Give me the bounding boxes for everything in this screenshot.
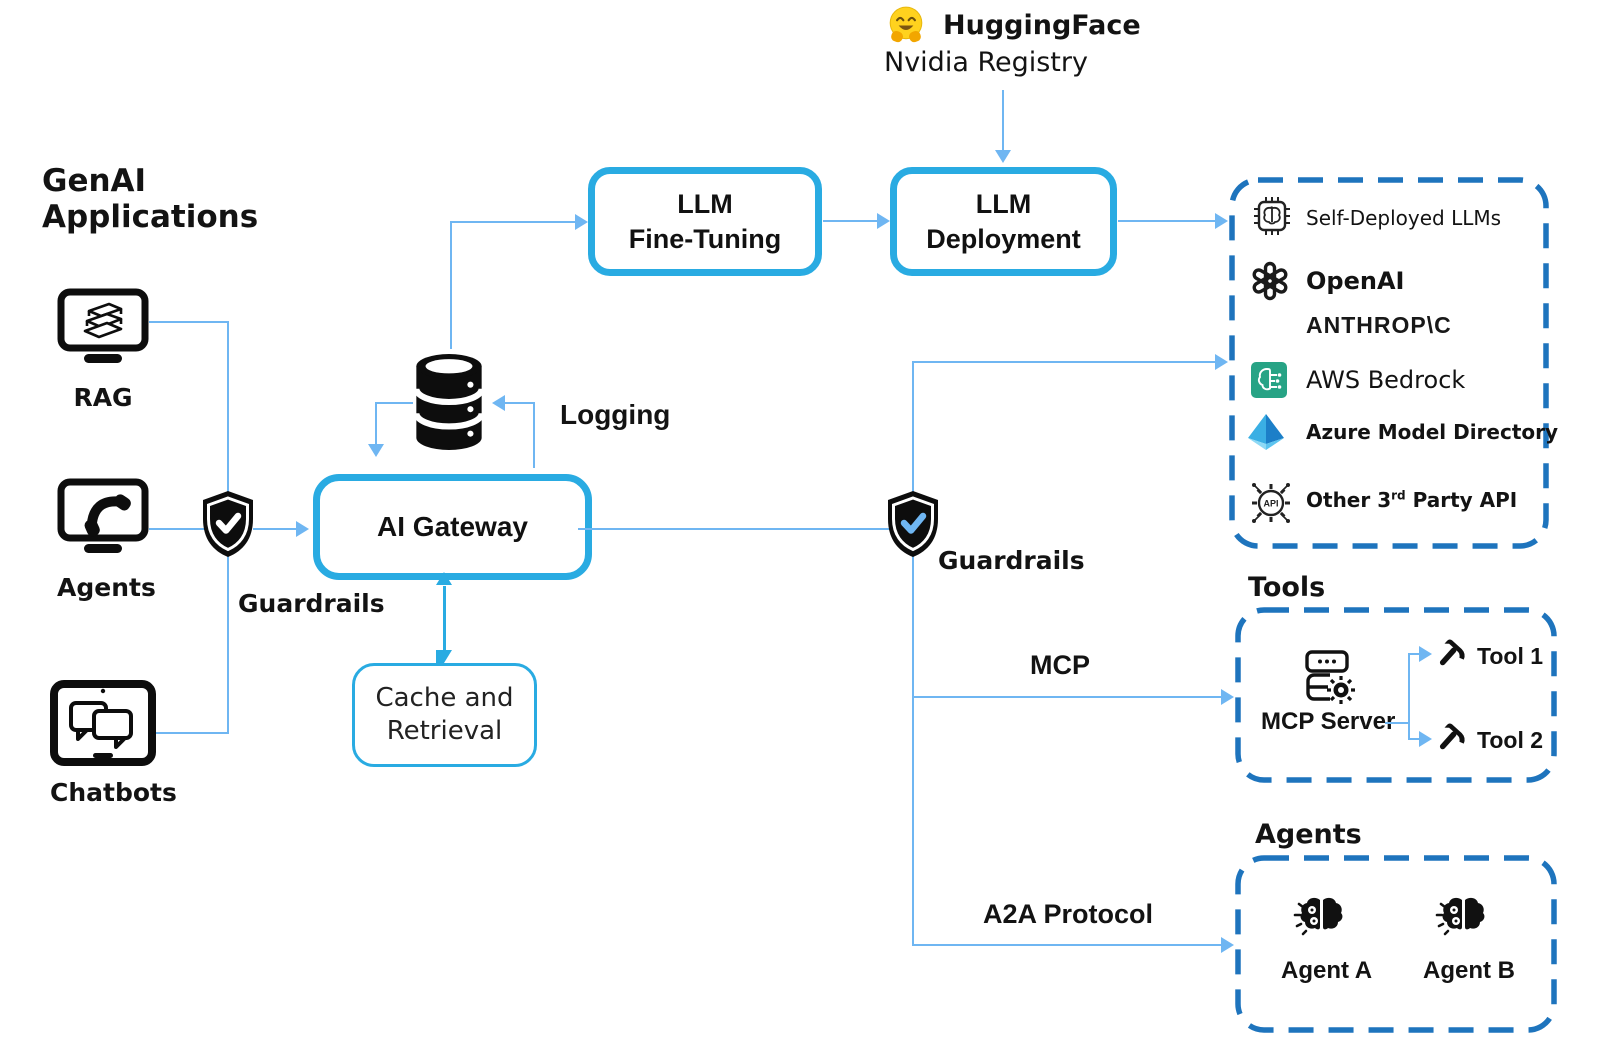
gateway-to-finetuning-vline <box>450 221 452 349</box>
finetuning-to-deployment-arrow <box>877 213 890 229</box>
cache-line1: Cache and <box>375 682 514 713</box>
finetuning-to-deployment-line <box>823 220 879 222</box>
third-party-api-label: Other 3rd Party API <box>1306 488 1518 512</box>
llm-deployment-line1: LLM <box>975 188 1032 219</box>
chatbots-label: Chatbots <box>50 778 177 807</box>
aws-bedrock-label: AWS Bedrock <box>1306 366 1466 394</box>
agent-b-icon <box>1435 897 1485 936</box>
tools-box <box>1235 607 1557 783</box>
agent-a-icon <box>1293 897 1343 936</box>
self-deployed-llms-label: Self-Deployed LLMs <box>1306 206 1502 230</box>
llm-fine-tuning-line1: LLM <box>677 188 733 219</box>
gateway-east-line <box>578 528 913 530</box>
chatbots-connector <box>156 732 229 734</box>
agent-b-label: Agent B <box>1423 957 1515 984</box>
guardrails-right-shield-icon <box>888 491 938 557</box>
azure-label: Azure Model Directory <box>1306 420 1559 444</box>
tool2-arrow <box>1419 731 1432 747</box>
tools-title: Tools <box>1248 572 1326 603</box>
mcp-arrow <box>1221 689 1234 705</box>
tool2-hammer-icon <box>1439 723 1465 750</box>
chatbots-icon <box>50 680 156 766</box>
third-party-api-icon: API <box>1252 483 1290 523</box>
mcp-hline <box>912 696 1222 698</box>
logging-label: Logging <box>560 399 671 430</box>
huggingface-icon <box>889 6 923 43</box>
llm-fine-tuning-line2: Fine-Tuning <box>628 223 782 254</box>
agents-section-box <box>1235 855 1557 1033</box>
tools-branch-vline <box>1408 653 1410 739</box>
gateway-to-finetuning-hline <box>450 221 577 223</box>
ai-gateway-box: AI Gateway <box>313 474 592 580</box>
mcp-server-stub-line <box>1385 722 1408 724</box>
a2a-arrow <box>1221 937 1234 953</box>
self-deployed-llms-icon <box>1254 197 1290 235</box>
api-icon-text: API <box>1263 499 1278 509</box>
gateway-to-db-vline <box>533 402 535 468</box>
tool2-label: Tool 2 <box>1477 727 1544 753</box>
anthropic-label: ANTHROP\C <box>1306 312 1452 338</box>
to-providers-hline <box>912 361 1216 363</box>
tool1-label: Tool 1 <box>1477 643 1544 669</box>
azure-icon <box>1248 414 1284 450</box>
cache-line2: Retrieval <box>386 716 503 746</box>
right-flow-vline <box>912 361 914 945</box>
logging-database-icon <box>413 354 485 450</box>
gateway-to-db-hline <box>505 402 535 404</box>
llm-fine-tuning-box: LLM Fine-Tuning <box>588 167 822 276</box>
db-to-gateway-hline <box>376 402 413 404</box>
agents-section-title: Agents <box>1255 819 1362 850</box>
gateway-cache-line <box>443 586 446 652</box>
deployment-to-providers-line <box>1118 220 1216 222</box>
agents-connector <box>149 528 209 530</box>
genai-title-line1: GenAI <box>42 163 147 199</box>
rag-icon <box>57 288 149 363</box>
gateway-to-db-arrow <box>492 395 505 411</box>
cache-arrow-down <box>436 650 452 663</box>
mcp-label: MCP <box>1030 650 1090 680</box>
llm-deployment-line2: Deployment <box>926 223 1081 254</box>
db-to-gateway-arrow <box>368 444 384 457</box>
mcp-server-icon <box>1305 650 1355 704</box>
cache-arrow-up <box>436 572 452 585</box>
huggingface-label: HuggingFace <box>943 10 1141 41</box>
db-to-gateway-vline <box>375 402 377 446</box>
guardrails-right-label: Guardrails <box>938 546 1085 575</box>
tool1-stub <box>1408 653 1420 655</box>
registry-to-deployment-line <box>1002 90 1004 150</box>
tool1-arrow <box>1419 646 1432 662</box>
guardrails-to-gateway-line <box>253 528 298 530</box>
rag-connector <box>149 321 229 323</box>
llm-deployment-box: LLM Deployment <box>890 167 1117 276</box>
providers-box <box>1229 177 1549 549</box>
agents-label: Agents <box>57 573 156 602</box>
genai-title-line2: Applications <box>42 199 259 235</box>
a2a-hline <box>912 944 1222 946</box>
aws-bedrock-icon <box>1251 362 1287 398</box>
cache-retrieval-box: Cache and Retrieval <box>352 663 537 767</box>
guardrails-left-shield-icon <box>203 491 253 557</box>
rag-label: RAG <box>73 383 133 412</box>
to-providers-arrow <box>1215 354 1228 370</box>
tool2-stub <box>1408 738 1420 740</box>
guardrails-left-label: Guardrails <box>238 589 385 618</box>
deployment-to-providers-arrow <box>1215 213 1228 229</box>
nvidia-registry-label: Nvidia Registry <box>884 47 1088 78</box>
agent-a-label: Agent A <box>1281 957 1373 984</box>
openai-icon <box>1252 261 1288 301</box>
ai-gateway-label: AI Gateway <box>377 511 528 543</box>
mcp-server-label: MCP Server <box>1261 708 1396 735</box>
registry-arrow-down <box>995 150 1011 163</box>
openai-label: OpenAI <box>1306 267 1405 295</box>
agents-icon <box>57 478 149 553</box>
gateway-to-finetuning-arrow <box>575 214 588 230</box>
tool1-hammer-icon <box>1439 639 1465 666</box>
guardrails-to-gateway-arrow <box>296 521 309 537</box>
a2a-label: A2A Protocol <box>983 899 1154 929</box>
